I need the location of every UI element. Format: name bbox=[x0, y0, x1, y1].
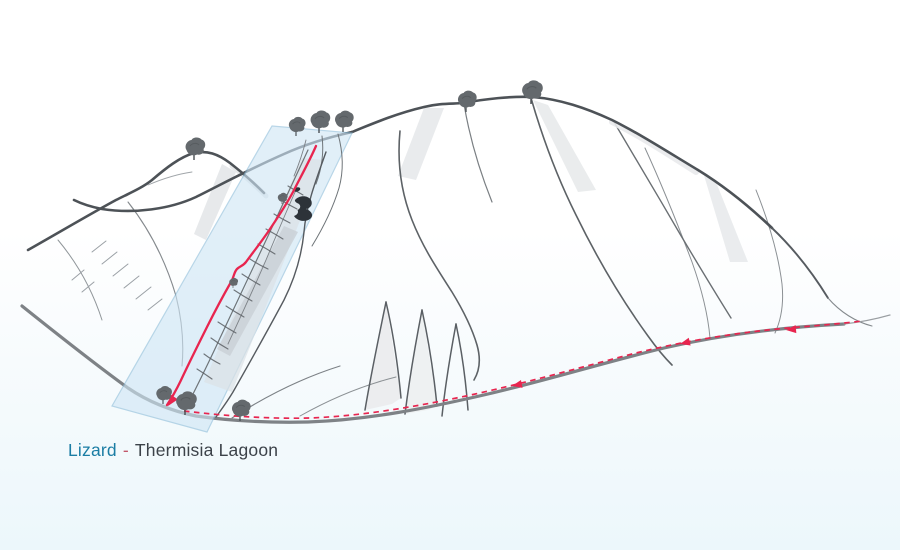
cave-marker bbox=[293, 187, 313, 221]
approach-trail-dashes bbox=[183, 320, 863, 420]
skyline-outlines bbox=[26, 95, 873, 327]
cave-icon bbox=[294, 196, 313, 221]
trail-arrow-icon bbox=[512, 380, 523, 388]
caption-separator: - bbox=[122, 440, 129, 460]
tree-icon bbox=[184, 136, 206, 161]
route-name-label: Lizard bbox=[68, 440, 117, 460]
location-label: Thermisia Lagoon bbox=[134, 440, 279, 460]
left-hill-ridge bbox=[26, 150, 266, 252]
route-caption: Lizard-Thermisia Lagoon bbox=[68, 440, 278, 461]
trail-arrow-icon bbox=[680, 337, 691, 346]
trail-arrow-icon bbox=[786, 325, 797, 334]
pinnacle-lines bbox=[364, 301, 469, 417]
contour-lines bbox=[57, 103, 784, 419]
tree-icon bbox=[231, 398, 252, 422]
tree-icon bbox=[457, 89, 478, 113]
route-line bbox=[165, 144, 318, 407]
main-skyline bbox=[350, 95, 774, 230]
approach-trail bbox=[183, 320, 863, 420]
tree-icon bbox=[334, 109, 355, 133]
